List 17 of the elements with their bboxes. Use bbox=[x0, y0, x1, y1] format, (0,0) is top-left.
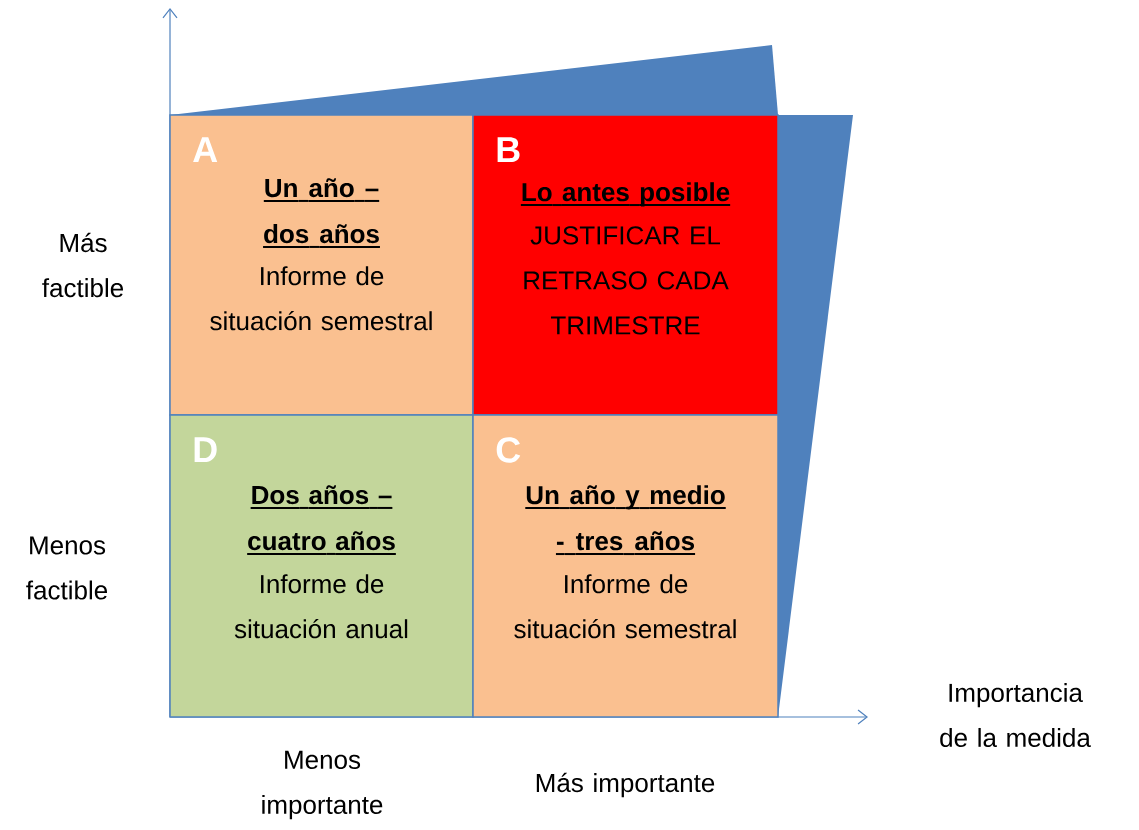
axis-label: Importancia de la medida bbox=[940, 682, 1091, 748]
quadrant-heading: Dos años – cuatro años bbox=[246, 485, 397, 555]
quadrant-text: Informe de situación semestral bbox=[210, 266, 432, 331]
quadrant-heading: Un año – dos años bbox=[262, 178, 381, 248]
quadrant-text: JUSTIFICAR EL RETRASO CADA TRIMESTRE bbox=[524, 226, 729, 335]
quadrant-heading: Lo antes posible bbox=[519, 182, 732, 207]
quadrant-letter: D bbox=[194, 437, 217, 462]
axis-label: Menos importante bbox=[262, 750, 383, 820]
quadrant-letter: C bbox=[496, 437, 521, 463]
quadrant-letter: B bbox=[497, 137, 520, 162]
axis-label: Más factible bbox=[42, 232, 123, 298]
axis-label: Más importante bbox=[536, 772, 715, 798]
quadrant-text: Informe de situación semestral bbox=[514, 574, 736, 639]
quadrant-letter: A bbox=[193, 137, 218, 162]
quadrant-text: Informe de situación anual bbox=[234, 574, 408, 639]
axis-label: Menos factible bbox=[26, 536, 108, 600]
quadrant-heading: Un año y medio - tres años bbox=[524, 485, 727, 556]
